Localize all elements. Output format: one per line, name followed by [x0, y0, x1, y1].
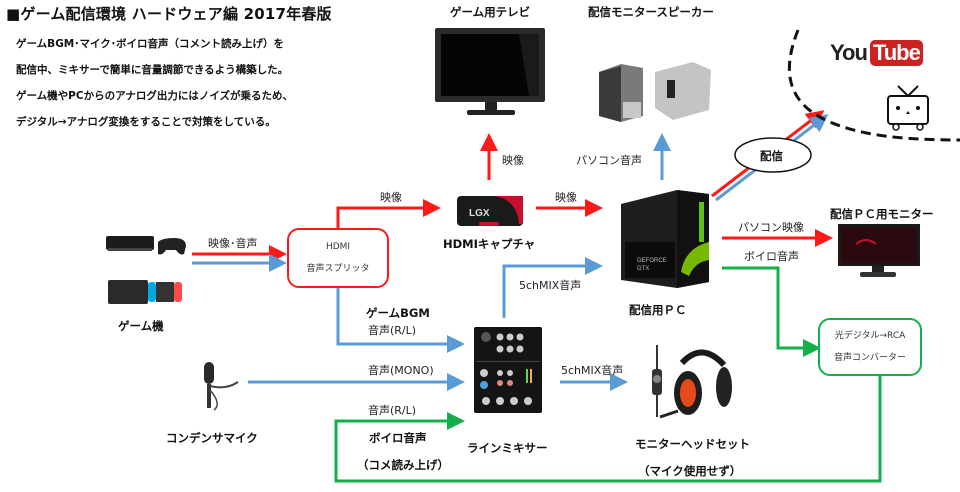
pc-monitor-label: 配信ＰＣ用モニター — [830, 207, 934, 221]
label-splitter-to-capture: 映像 — [380, 191, 402, 204]
label-mixer-to-headset: 5chMIX音声 — [561, 364, 624, 377]
label-mic-to-mixer: 音声(MONO) — [368, 364, 434, 377]
line-pc-converter — [722, 266, 821, 357]
label-mixer-to-pc: 5chMIX音声 — [519, 279, 582, 292]
description-line: ゲームBGM･マイク･ボイロ音声（コメント読み上げ）を — [16, 38, 285, 50]
condenser-mic-image — [196, 360, 240, 416]
line-mixer-label: ラインミキサー — [467, 441, 548, 455]
line-mixer-pc — [502, 257, 603, 318]
internet-boundary — [787, 29, 960, 142]
svg-text:GTX: GTX — [637, 266, 649, 272]
hdmi-capture-label: HDMIキャプチャ — [443, 237, 536, 251]
page-title: ■ゲーム配信環境 ハードウェア編 2017年春版 — [6, 5, 332, 23]
streaming-pc-image: GEFORCE GTX — [617, 186, 713, 294]
headset-image — [648, 345, 738, 429]
label-comment-reading: （コメ読み上げ） — [357, 458, 449, 472]
condenser-mic-label: コンデンサマイク — [166, 431, 258, 445]
youtube-logo-you: You — [830, 40, 868, 65]
label-converter-to-mixer: 音声(R/L) — [368, 404, 417, 417]
game-console-label: ゲーム機 — [118, 319, 164, 333]
broadcast-ellipse — [734, 137, 812, 173]
line-splitter-mixer — [336, 286, 465, 353]
label-pc-to-monitor: パソコン映像 — [738, 221, 804, 234]
svg-text:GEFORCE: GEFORCE — [637, 258, 667, 264]
line-mixer-image — [472, 325, 544, 419]
label-pc-to-converter: ボイロ音声 — [744, 250, 799, 263]
label-voiceroid: ボイロ音声 — [369, 431, 427, 445]
headset-label: モニターヘッドセット — [635, 437, 750, 451]
label-broadcast: 配信 — [760, 149, 783, 163]
line-splitter-capture — [336, 199, 441, 228]
label-splitter-to-mixer: 音声(R/L) — [368, 324, 417, 337]
description-line: ゲーム機やPCからのアナログ出力にはノイズが乗るため、 — [16, 90, 294, 102]
converter-label-line2: 音声コンバーター — [833, 353, 906, 363]
label-game-bgm: ゲームBGM — [366, 306, 430, 320]
hdmi-capture-image: LGX — [455, 190, 527, 234]
pc-monitor-image — [836, 222, 922, 282]
headset-note: （マイク使用せず） — [638, 464, 742, 478]
youtube-logo-tube: Tube — [869, 40, 923, 66]
description-line: 配信中、ミキサーで簡単に音量調節できるよう構築した。 — [16, 64, 289, 76]
switch-dock — [108, 280, 148, 304]
youtube-logo[interactable]: You Tube — [830, 40, 923, 66]
ps4-controller — [158, 238, 186, 255]
hdmi-splitter-label-line2: 音声スプリッタ — [306, 264, 370, 274]
label-capture-to-tv: 映像 — [502, 154, 524, 167]
label-capture-to-pc: 映像 — [555, 191, 577, 204]
line-converter-mixer — [334, 374, 882, 483]
game-console-image — [104, 228, 188, 312]
ps4-body — [106, 236, 154, 250]
converter-box: 光デジタル→RCA 音声コンバーター — [818, 318, 922, 376]
monitor-speakers-image — [593, 58, 715, 128]
description-line: デジタル→アナログ変換をすることで対策をしている。 — [16, 116, 276, 128]
hdmi-splitter-box: HDMI 音声スプリッタ — [287, 228, 389, 288]
label-pc-to-speakers: パソコン音声 — [576, 154, 642, 167]
label-console-to-splitter: 映像･音声 — [208, 237, 258, 250]
hdmi-splitter-label-line1: HDMI — [325, 242, 351, 252]
streaming-pc-label: 配信用ＰＣ — [629, 303, 687, 317]
game-tv-label: ゲーム用テレビ — [450, 5, 531, 19]
converter-label-line1: 光デジタル→RCA — [834, 331, 906, 341]
niconico-logo[interactable] — [884, 84, 934, 136]
game-tv-image — [433, 26, 549, 122]
monitor-speakers-label: 配信モニタースピーカー — [588, 5, 714, 19]
svg-text:LGX: LGX — [469, 208, 490, 219]
